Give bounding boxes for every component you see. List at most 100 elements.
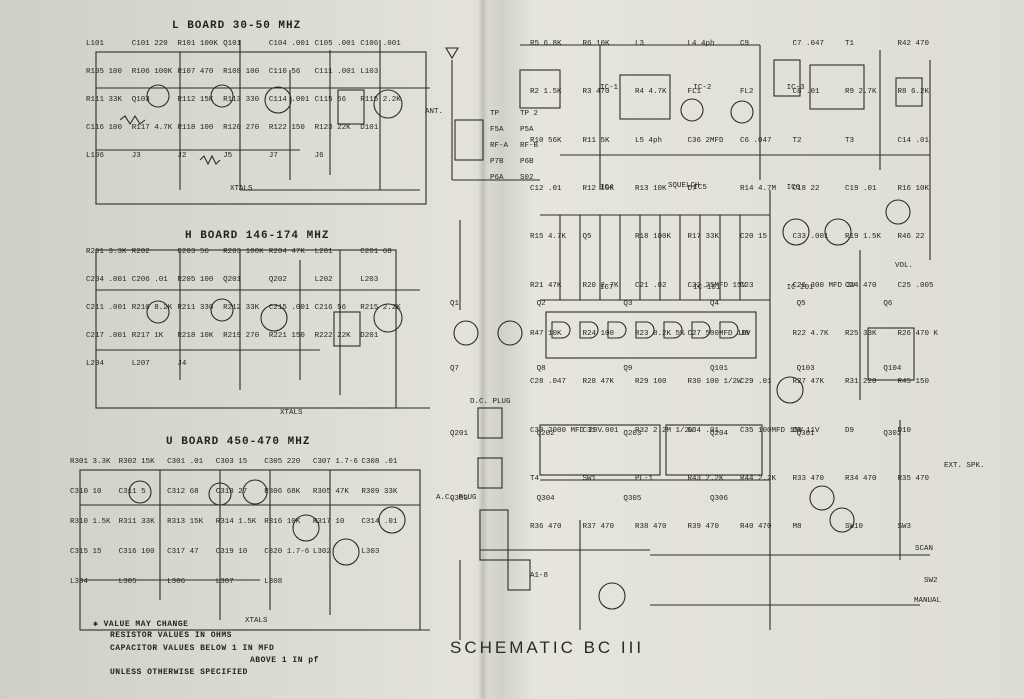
l-board-part-label: R105 100 <box>86 68 123 76</box>
q203-symbol <box>260 304 288 332</box>
transistor-label: Q305 <box>623 495 642 503</box>
main-part-label: C6 .047 <box>740 136 772 145</box>
sw2-label: SW2 <box>924 577 938 585</box>
h-board-part-label: R205 100 <box>177 276 214 284</box>
l-board-part-label: R122 150 <box>268 124 305 132</box>
transistor-label: Q7 <box>450 365 460 373</box>
main-part-label: FL2 <box>740 88 754 97</box>
u-board-part-label: C311 5 <box>118 488 146 496</box>
u-board-part-label: R302 15K <box>118 458 155 466</box>
h-board-part-label: L207 <box>131 360 150 368</box>
main-part-label: R42 470 <box>897 40 930 48</box>
squelch-label: SQUELCH <box>668 182 700 190</box>
q5-symbol <box>885 199 911 225</box>
h-board-part-label: L201 <box>314 248 333 256</box>
u-board-part-label: C316 100 <box>118 548 155 556</box>
transistor-label: Q8 <box>536 365 546 373</box>
h-board-part-label: R222 22K <box>314 332 351 340</box>
page-fold <box>478 0 488 699</box>
ic2-symbol <box>809 64 865 110</box>
main-part-label: R16 10K <box>897 185 930 193</box>
q305-symbol <box>332 538 360 566</box>
transistor-label: Q3 <box>623 300 633 308</box>
ic5-symbol <box>539 424 661 476</box>
q301-symbol <box>128 480 152 504</box>
main-part-label: R8 6.2K <box>897 88 930 97</box>
q202-symbol <box>210 298 234 322</box>
t1-symbol <box>519 69 561 109</box>
main-part-label: R30 100 1/2W <box>687 378 742 387</box>
l-board-part-label: R107 470 <box>177 68 214 76</box>
h-board-part-label: C216 56 <box>314 304 347 312</box>
u-board-part-label: L306 <box>167 578 186 586</box>
l-board-part-label: C110 56 <box>268 68 301 76</box>
l-board-part-label: R112 15K <box>177 96 214 104</box>
l-board-title: L BOARD 30-50 MHZ <box>172 20 302 32</box>
ic1-symbol <box>619 74 671 120</box>
main-part-label: R3 470 <box>582 88 610 97</box>
test-point-label: TP <box>490 110 500 118</box>
xtals-label-h: XTALS <box>280 409 303 417</box>
l-board-part-label: R113 330 <box>223 96 260 104</box>
transistor-label: Q202 <box>536 430 555 438</box>
u-board-part-label: C307 1.7-6 <box>312 458 358 466</box>
main-part-label: R5 6.8K <box>530 40 562 48</box>
main-part-label: C19 .01 <box>845 185 877 193</box>
q7-symbol <box>809 485 835 511</box>
l-board-part-label: R123 22K <box>314 124 351 132</box>
dc-plug-symbol <box>477 407 503 439</box>
l-board-part-label: J5 <box>223 152 233 160</box>
q303-symbol <box>242 479 268 505</box>
u-board-part-label: C315 15 <box>70 548 102 556</box>
ic-label: IC5 <box>693 184 707 192</box>
main-part-label: C20 15 <box>740 233 768 242</box>
main-part-label: R36 470 <box>530 523 562 532</box>
ic-label: IC-1 <box>600 84 619 92</box>
main-part-label: C36 2MFD <box>687 136 724 145</box>
test-point-label: P5A <box>520 126 534 134</box>
antenna-label: ANT. <box>425 108 444 116</box>
ic3-symbol <box>867 327 915 381</box>
u-board-part-label: C312 68 <box>167 488 199 496</box>
xtals-label-u: XTALS <box>245 617 268 625</box>
u-board-part-label: C308 .01 <box>361 458 398 466</box>
main-part-label: C8 .01 <box>792 88 820 97</box>
main-part-label: R17 33K <box>687 233 720 242</box>
main-part-label: C30 2000 MFD 20V <box>530 426 603 435</box>
u-board-part-label: R313 15K <box>167 518 204 526</box>
main-part-label: C35 100MFD 15V <box>740 426 804 435</box>
u-board-part-label: R317 10 <box>312 518 345 526</box>
main-part-label: R29 100 <box>635 378 667 387</box>
transistor-label: Q5 <box>796 300 806 308</box>
u-board-part-label: R310 1.5K <box>70 518 111 526</box>
main-part-label: R21 47K <box>530 281 562 290</box>
u-board-part-label: L308 <box>264 578 283 586</box>
h-board-part-label: R219 270 <box>223 332 260 340</box>
main-part-label: R10 56K <box>530 136 562 145</box>
main-part-label: C12 .01 <box>530 185 562 193</box>
l-board-part-label: R111 33K <box>86 96 123 104</box>
h-board-part-label: R221 150 <box>268 332 305 340</box>
ic101-symbol <box>337 89 365 125</box>
ic-label: IC-2 <box>693 84 712 92</box>
q306-symbol <box>378 506 406 534</box>
main-part-label: R25 33K <box>845 330 877 338</box>
l-board-part-label: R120 270 <box>223 124 260 132</box>
main-part-label: R39 470 <box>687 523 720 532</box>
q101-symbol <box>146 84 170 108</box>
main-part-label: C26 300 MFD 3V <box>792 281 856 290</box>
u-board-part-label: L307 <box>215 578 234 586</box>
test-point-label: F5A <box>490 126 504 134</box>
transistor-label: Q1 <box>450 300 460 308</box>
l-board-part-label: C101 220 <box>131 40 168 48</box>
l-board-part-label: C115 56 <box>314 96 347 104</box>
l-board-part-label: R117 4.7K <box>131 124 173 132</box>
l-board-part-label: C106 .001 <box>360 40 401 48</box>
transistor-label: Q9 <box>623 365 633 373</box>
main-part-label: T1 <box>845 40 855 48</box>
main-part-label: C23 <box>740 281 754 290</box>
l-board-part-label: L101 <box>86 40 105 48</box>
main-part-label: R34 470 <box>845 475 877 483</box>
h-board-part-label: C217 .001 <box>86 332 127 340</box>
l-board-part-label: R106 100K <box>131 68 173 76</box>
